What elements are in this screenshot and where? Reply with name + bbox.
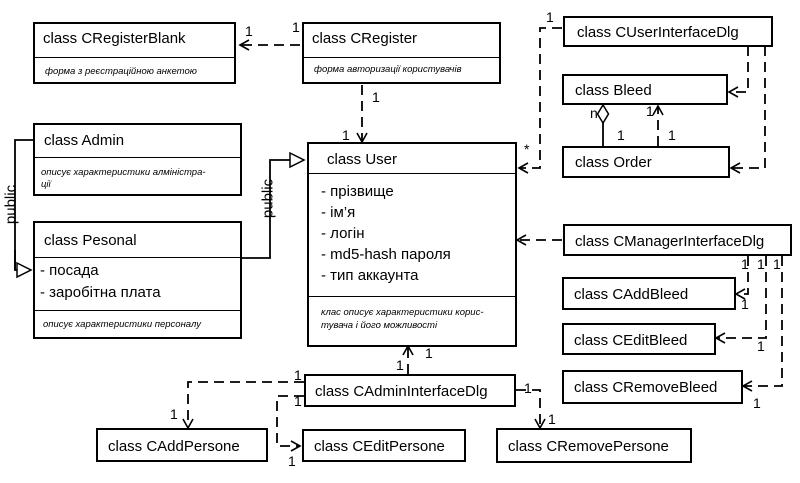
link-cadmininterfacedlg-cremovepersone — [516, 389, 546, 430]
mult-manager-1c: 1 — [773, 256, 781, 272]
class-cregister: class CRegister форма авторизації корист… — [302, 22, 501, 84]
mult-user-admin-1: 1 — [425, 345, 433, 361]
class-cuserinterfacedlg: class CUserInterfaceDlg — [563, 16, 773, 47]
link-cuserinterfacedlg-bleed — [727, 46, 749, 98]
class-ceditbleed-title: class CEditBleed — [574, 332, 688, 349]
class-bleed: class Bleed — [562, 74, 728, 105]
mult-cregister-1: 1 — [292, 19, 300, 35]
class-cregister-divider — [304, 57, 499, 58]
class-user-attr-surname: - прізвище — [321, 183, 394, 200]
mult-ceditbleed-1: 1 — [757, 338, 765, 354]
class-pesonal: class Pesonal - посада - заробітна плата… — [33, 221, 242, 339]
class-user-note-line1: клас описує характеристики корис- — [321, 307, 484, 318]
class-caddpersone: class CAddPersone — [96, 428, 268, 462]
class-user-attr-password-hash: - md5-hash пароля — [321, 246, 451, 263]
link-cmanagerinterfacedlg-caddbleed — [734, 256, 749, 300]
class-pesonal-attr-position: - посада — [40, 262, 99, 279]
mult-user-star: * — [524, 141, 530, 157]
mult-cregister-user-1: 1 — [372, 89, 380, 105]
class-caddbleed: class CAddBleed — [562, 277, 736, 310]
class-cregisterblank: class CRegisterBlank форма з реєстраційн… — [33, 22, 236, 84]
class-pesonal-divider-top — [35, 257, 240, 258]
mult-cregisterblank-1: 1 — [245, 23, 253, 39]
class-user-title: class User — [327, 151, 398, 168]
mult-manager-1a: 1 — [741, 256, 749, 272]
class-pesonal-note: описує характеристики персоналу — [43, 319, 201, 330]
class-admin-note-line1: описує характеристики алміністра- — [41, 167, 206, 178]
class-caddpersone-title: class CAddPersone — [108, 438, 240, 455]
class-cmanagerinterfacedlg: class CManagerInterfaceDlg — [563, 224, 792, 256]
mult-bleed-n: n — [590, 105, 598, 121]
link-cadmininterfacedlg-ceditpersone — [276, 395, 304, 452]
class-user-attr-login: - логін — [321, 225, 365, 242]
class-ceditpersone-title: class CEditPersone — [314, 438, 445, 455]
class-cremovepersone-title: class CRemovePersone — [508, 438, 669, 455]
label-public-admin: public — [2, 184, 20, 225]
class-ceditbleed: class CEditBleed — [562, 323, 716, 355]
link-cmanagerinterfacedlg-ceditbleed — [714, 256, 767, 344]
label-public-pesonal: public — [259, 178, 277, 219]
class-user-note-line2: тувача і його можливості — [321, 320, 438, 331]
class-admin-divider — [35, 157, 240, 158]
class-cremovepersone: class CRemovePersone — [496, 428, 692, 463]
mult-admin-cremovepersone-1: 1 — [524, 380, 532, 396]
mult-manager-1b: 1 — [757, 256, 765, 272]
class-ceditpersone: class CEditPersone — [302, 429, 466, 462]
class-pesonal-divider-bottom — [35, 310, 240, 311]
class-cregisterblank-divider — [35, 57, 234, 58]
class-cremovebleed-title: class CRemoveBleed — [574, 379, 718, 396]
link-admin-generalization — [14, 139, 33, 270]
link-cadmininterfacedlg-caddpersone — [182, 381, 304, 430]
mult-order-dep-1: 1 — [668, 127, 676, 143]
class-bleed-title: class Bleed — [575, 82, 652, 99]
class-pesonal-attr-salary: - заробітна плата — [40, 284, 161, 301]
class-order-title: class Order — [575, 154, 652, 171]
class-admin: class Admin описує характеристики алміні… — [33, 123, 242, 196]
class-cremovebleed: class CRemoveBleed — [562, 370, 743, 404]
link-pesonal-generalization-arrow — [14, 250, 33, 279]
mult-cuserinterfacedlg-1: 1 — [546, 9, 554, 25]
mult-admin-ceditpersone-1: 1 — [294, 393, 302, 409]
class-user: class User - прізвище - ім’я - логін - m… — [307, 142, 517, 347]
link-cuserinterfacedlg-order — [729, 46, 766, 174]
class-cuserinterfacedlg-title: class CUserInterfaceDlg — [577, 24, 739, 41]
mult-caddpersone-1: 1 — [170, 406, 178, 422]
class-order: class Order — [562, 146, 730, 178]
class-cadmininterfacedlg-title: class CAdminInterfaceDlg — [315, 383, 488, 400]
class-cregisterblank-note: форма з реєстраційною анкетою — [45, 66, 197, 77]
mult-cremovebleed-1: 1 — [753, 395, 761, 411]
mult-order-agg-1: 1 — [617, 127, 625, 143]
mult-ceditpersone-1: 1 — [288, 453, 296, 469]
mult-admin-caddpersone-1: 1 — [294, 367, 302, 383]
class-cregisterblank-title: class CRegisterBlank — [43, 30, 186, 47]
mult-admin-user-1: 1 — [396, 357, 404, 373]
class-user-divider-bottom — [309, 296, 515, 297]
class-caddbleed-title: class CAddBleed — [574, 286, 689, 303]
mult-cremovepersone-1: 1 — [548, 411, 556, 427]
class-admin-title: class Admin — [44, 132, 125, 149]
class-user-divider-top — [309, 173, 515, 174]
class-admin-note-line2: ції — [41, 179, 51, 190]
mult-caddbleed-1: 1 — [741, 296, 749, 312]
class-user-attr-account-type: - тип аккаунта — [321, 267, 419, 284]
class-cmanagerinterfacedlg-title: class CManagerInterfaceDlg — [575, 233, 765, 250]
link-pesonal-user-generalization — [242, 151, 306, 259]
link-cmanagerinterfacedlg-cremovebleed — [741, 256, 783, 392]
class-cadmininterfacedlg: class CAdminInterfaceDlg — [304, 374, 516, 407]
class-cregister-note: форма авторизації користувачів — [314, 64, 462, 75]
class-pesonal-title: class Pesonal — [44, 232, 137, 249]
class-user-attr-name: - ім’я — [321, 204, 356, 221]
mult-user-cregister-1: 1 — [342, 127, 350, 143]
class-cregister-title: class CRegister — [312, 30, 418, 47]
mult-bleed-1: 1 — [646, 103, 654, 119]
